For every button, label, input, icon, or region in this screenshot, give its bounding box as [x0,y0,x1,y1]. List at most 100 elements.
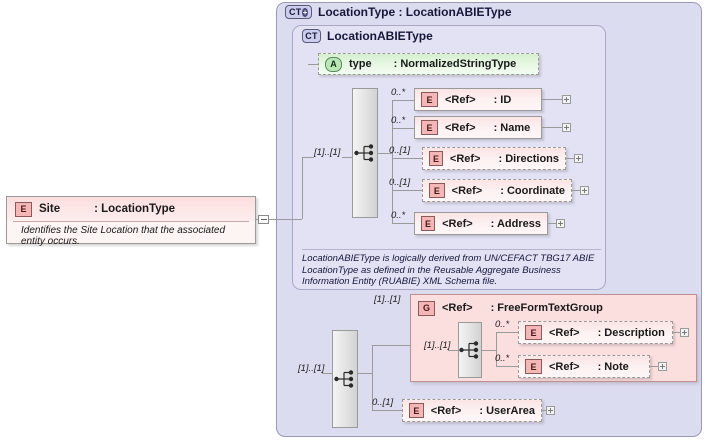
expand-button-directions[interactable] [574,154,583,163]
element-id[interactable]: E <Ref> : ID [414,88,542,111]
cardinality-group-compositor: [1]..[1] [424,340,451,351]
connector-group-bus [496,332,497,366]
element-coordinate[interactable]: E <Ref> : Coordinate [422,179,572,202]
connector-lower-in [322,373,332,374]
expand-button-description[interactable] [680,328,689,337]
element-type: : Coordinate [500,184,565,197]
element-icon: E [421,120,438,135]
connector-site-a [256,219,258,220]
connector-expand-note [650,366,658,367]
site-element-header: E Site : LocationType [7,197,255,221]
element-name: <Ref> [449,152,481,165]
connector-expand-0 [542,99,562,100]
cardinality-elem-0: 0..* [391,87,406,98]
expand-button-id[interactable] [562,95,571,104]
element-name-row[interactable]: E <Ref> : Name [414,116,542,139]
element-type: : Directions [498,152,559,165]
ct-badge-text-inner: CT [305,31,318,41]
element-name: <Ref> [430,404,462,417]
cardinality-userarea: 0..[1] [372,397,394,408]
complex-type-documentation: LocationABIEType is logically derived fr… [302,249,601,287]
expand-button-coordinate[interactable] [580,186,589,195]
attribute-type-label: : NormalizedStringType [393,58,517,70]
group-icon: G [418,300,435,316]
connector-expand-desc [673,332,680,333]
element-name: <Ref> [549,360,580,373]
element-userarea[interactable]: E <Ref> : UserArea [402,399,542,422]
element-directions[interactable]: E <Ref> : Directions [422,147,566,170]
element-note[interactable]: E <Ref> : Note [518,355,650,378]
cardinality-lower-compositor: [1]..[1] [298,363,325,374]
group-name: <Ref> [442,302,473,314]
cardinality-elem-1: 0..* [391,115,406,126]
cardinality-description: 0..* [495,319,510,330]
group-type: : FreeFormTextGroup [490,302,603,314]
expand-button-address[interactable] [556,219,565,228]
outer-panel-header: CT+ LocationType : LocationABIEType [285,5,512,19]
connector-lower-bus [372,345,373,410]
attribute-type[interactable]: A type : NormalizedStringType [318,53,539,75]
connector-group-out [482,350,496,351]
expand-button-name[interactable] [562,123,571,132]
expand-button-userarea[interactable] [546,406,555,415]
connector-expand-userarea [542,410,546,411]
element-type: : Name [493,121,531,134]
connector-elem-2 [392,158,422,159]
expand-button-note[interactable] [658,362,667,371]
sequence-compositor-main[interactable] [352,88,378,218]
site-element-box[interactable]: E Site : LocationType Identifies the Sit… [6,196,256,247]
outer-panel-title: LocationType : LocationABIEType [318,5,512,19]
cardinality-elem-4: 0..* [391,210,406,221]
connector-main-in-a [302,157,314,158]
connector-main-out [378,153,392,154]
complex-type-plus-icon[interactable]: CT+ [285,5,312,19]
cardinality-group: [1]..[1] [374,294,401,305]
connector-userarea [372,410,402,411]
site-element-documentation: Identifies the Site Location that the as… [13,221,249,247]
connector-elem-4 [392,223,414,224]
complex-type-icon[interactable]: CT [302,29,321,43]
cardinality-main-compositor: [1]..[1] [314,147,341,158]
element-address[interactable]: E <Ref> : Address [414,212,548,235]
element-name: <Ref> [451,184,483,197]
connector-site-riser [302,157,303,219]
connector-elem-1 [392,128,414,129]
group-header[interactable]: G <Ref> : FreeFormTextGroup [418,298,603,318]
element-type: : Note [597,360,629,373]
sequence-icon [354,144,374,162]
element-type: : Address [490,217,541,230]
sequence-compositor-group[interactable] [458,322,482,378]
sequence-icon [334,370,354,388]
plus-icon[interactable]: + [302,7,308,17]
connector-elem-3 [392,190,422,191]
sequence-icon [459,341,479,359]
connector-group-child-1 [496,366,518,367]
connector-expand-4 [548,223,556,224]
site-element-type: : LocationType [94,203,176,215]
cardinality-note: 0..* [495,353,510,364]
element-icon: E [421,92,438,107]
inner-panel-title: LocationABIEType [327,29,433,43]
ct-badge-text: CT [289,7,302,17]
connector-group-in [448,350,458,351]
element-icon: E [429,151,443,166]
element-icon: E [15,201,32,217]
element-name: <Ref> [445,121,476,134]
element-icon: E [525,359,542,374]
collapse-button-site[interactable] [258,215,269,224]
sequence-compositor-lower[interactable] [332,330,358,428]
site-element-name: Site [39,203,61,215]
connector-site-b [269,219,302,220]
element-name: <Ref> [442,217,473,230]
attribute-name: type [349,58,372,70]
element-description[interactable]: E <Ref> : Description [518,321,673,344]
connector-main-in-b [342,157,352,158]
cardinality-elem-2: 0..[1] [389,145,411,156]
attribute-icon: A [325,56,342,72]
connector-expand-3 [572,190,580,191]
connector-attribute [308,64,318,65]
connector-expand-1 [542,127,562,128]
connector-elem-0 [392,100,414,101]
element-type: : Description [597,326,665,339]
element-icon: E [421,216,436,231]
